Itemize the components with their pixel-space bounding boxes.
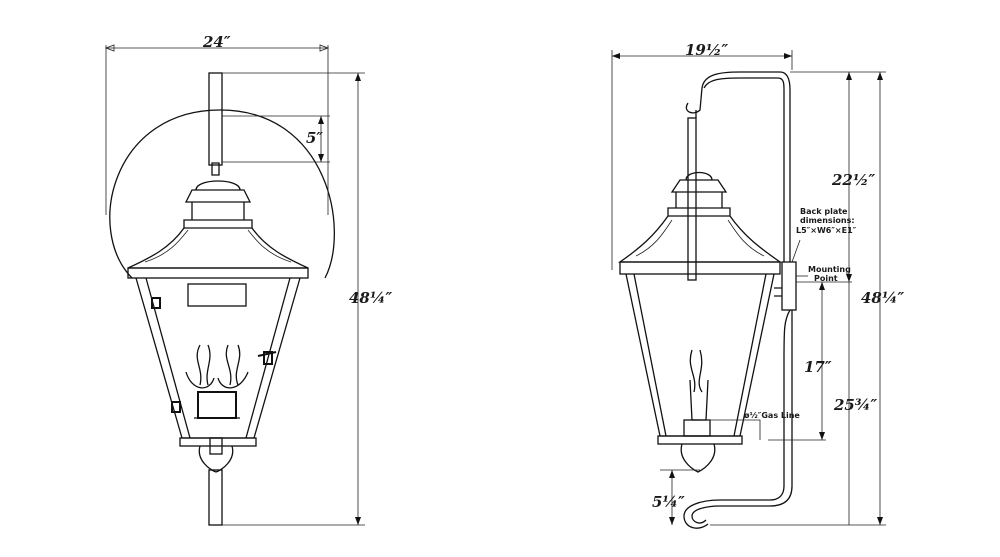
side-dimensions: 19½″ 22½″ 48¼″ 17″ 25¾″ 5¼″ Back plate d… [611,41,905,526]
front-burners [185,344,249,419]
front-bottom-finial [198,445,234,473]
side-back-plate [781,261,797,311]
backplate-note-line1: Back plate [800,207,848,216]
side-top-cap [670,171,728,193]
front-post-upper [208,72,223,166]
side-hook-arm [685,71,791,262]
front-width-label: 24″ [202,33,231,51]
front-roof [127,227,309,269]
front-roof-band [127,267,309,279]
front-backing-arc [109,109,335,279]
mounting-note-line1: Mounting [808,265,851,274]
gas-line-label: ø½″Gas Line [744,410,800,420]
side-bottom-finial [680,443,716,473]
side-upper-label: 22½″ [831,171,876,189]
front-finial [211,162,220,176]
side-lower-arm [683,309,791,529]
side-total-height-label: 48¼″ [861,289,905,307]
side-depth-label: 19½″ [685,41,729,59]
front-post-lower [208,469,223,526]
side-hook-label: 5¼″ [652,493,685,511]
side-roof [617,215,783,263]
side-roof-band [619,261,781,275]
side-lower-label: 25¾″ [833,396,878,414]
front-dimensions: 24″ 5″ 48¼″ [104,33,393,526]
side-burner [689,349,709,421]
side-gas-line [700,419,761,440]
front-chimney-box [187,283,247,307]
side-stem [687,117,697,281]
front-height-label: 48¼″ [349,289,393,307]
backplate-note-line2: dimensions: [800,216,855,225]
front-cap-body [183,202,253,229]
front-view [109,72,335,526]
backplate-note-line3: L5″×W6″×E1″ [796,226,857,235]
front-gap-label: 5″ [306,129,323,147]
side-view [617,71,797,529]
mounting-note-line2: Point [814,274,838,283]
front-top-cap [184,180,252,203]
side-mount-height-label: 17″ [804,358,832,376]
